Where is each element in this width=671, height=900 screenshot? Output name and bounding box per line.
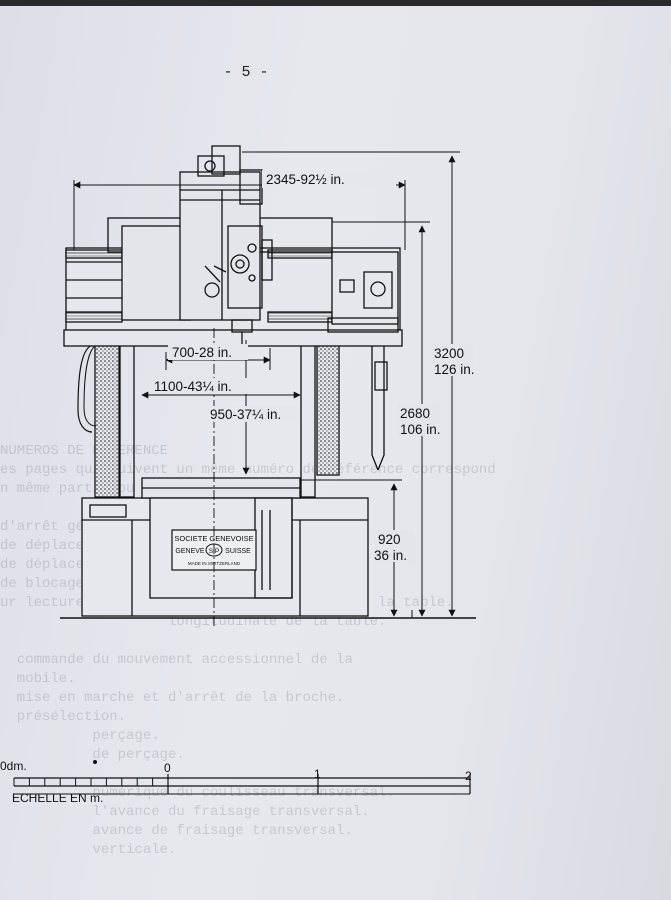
dim-overall-width: 2345-92½ in.	[266, 172, 345, 187]
bleed-through-line: présélection.	[0, 709, 127, 725]
scale-unit-label: 0dm.	[0, 759, 27, 773]
bleed-through-line: de perçage.	[0, 747, 185, 763]
bleed-through-line: perçage.	[0, 728, 160, 744]
nameplate-right: SUISSE	[225, 548, 251, 555]
nameplate-line1: SOCIETE GENEVOISE	[174, 534, 253, 543]
scale-tick-1: 1	[314, 767, 321, 781]
dim-rail-height-in: 106 in.	[400, 422, 441, 437]
bleed-through-line: mise en marche et d'arrêt de la broche.	[0, 690, 345, 706]
dim-table-width: 700-28 in.	[172, 345, 232, 360]
scale-tick-0: 0	[164, 761, 171, 775]
bleed-through-line: mobile.	[0, 671, 76, 687]
nameplate-left: GENEVE	[175, 548, 205, 555]
dim-table-travel: 950-37¼ in.	[210, 407, 281, 422]
scale-tick-2: 2	[465, 769, 472, 783]
dim-between-columns: 1100-43¼ in.	[154, 379, 232, 394]
dim-table-height-mm: 920	[378, 532, 401, 547]
dim-rail-height-mm: 2680	[400, 406, 430, 421]
dim-table-height-in: 36 in.	[374, 548, 407, 563]
dim-overall-height-mm: 3200	[434, 346, 464, 361]
scale-bar: 0dm. 0 1 2 ECHELLE EN m.	[0, 759, 472, 805]
scale-caption: ECHELLE EN m.	[12, 791, 103, 805]
dim-overall-height-in: 126 in.	[434, 362, 475, 377]
dimension-labels: 2345-92½ in. 700-28 in. 1100-43¼ in. 950…	[150, 170, 475, 563]
bleed-through-line: verticale.	[0, 842, 177, 858]
bleed-through-line: avance de fraisage transversal.	[0, 823, 353, 839]
bleed-through-line: commande du mouvement accessionnel de la	[0, 652, 353, 668]
bleed-through-line: l'avance du fraisage transversal.	[0, 804, 370, 820]
page-number: - 5 -	[223, 64, 269, 81]
bleed-through-line: numérique du coulisseau transversal.	[0, 785, 395, 801]
